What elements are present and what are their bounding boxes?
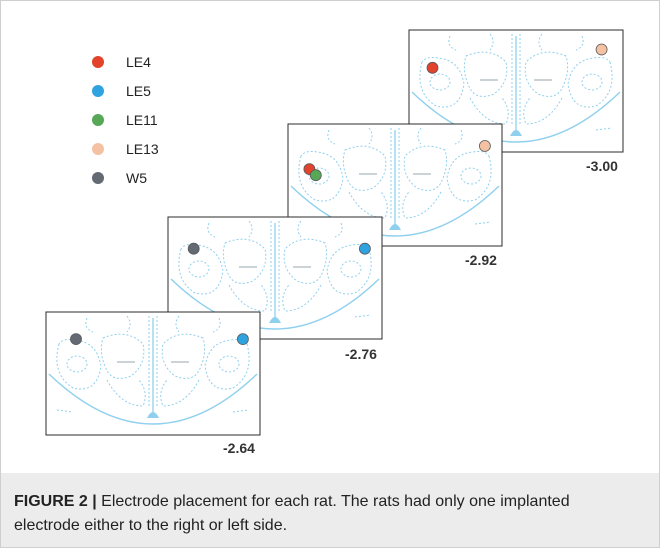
electrode-marker-le5 xyxy=(358,242,371,255)
legend-swatch xyxy=(92,56,104,68)
legend-item-le13: LE13 xyxy=(92,141,159,157)
slice-label: -2.76 xyxy=(345,346,377,362)
slice-label: -2.64 xyxy=(223,440,255,456)
legend-item-le4: LE4 xyxy=(92,54,151,70)
legend-label: LE5 xyxy=(126,83,151,99)
electrode-marker-le11 xyxy=(309,169,322,182)
legend-label: LE4 xyxy=(126,54,151,70)
slice-label: -3.00 xyxy=(586,158,618,174)
electrode-marker-le4 xyxy=(426,61,439,74)
legend-item-le5: LE5 xyxy=(92,83,151,99)
electrode-marker-w5 xyxy=(70,333,82,346)
atlas-panel--2.64: -2.64 xyxy=(45,311,261,456)
legend-swatch xyxy=(92,85,104,97)
slice-label: -2.92 xyxy=(465,252,497,268)
electrode-marker-le13 xyxy=(478,140,491,152)
electrode-marker-le13 xyxy=(595,43,608,56)
legend-label: LE11 xyxy=(126,112,158,128)
caption-band xyxy=(1,473,659,547)
legend-swatch xyxy=(92,143,104,155)
figure-caption: FIGURE 2 | Electrode placement for each … xyxy=(14,490,634,538)
legend-label: LE13 xyxy=(126,141,159,157)
electrode-marker-w5 xyxy=(187,242,200,255)
atlas-panels: -3.00 -2.92 -2.76 -2.64 xyxy=(45,29,624,456)
legend-label: W5 xyxy=(126,170,147,186)
legend-item-le11: LE11 xyxy=(92,112,158,128)
caption-label: FIGURE 2 | xyxy=(14,493,97,510)
legend-swatch xyxy=(92,172,104,184)
caption-text: Electrode placement for each rat. The ra… xyxy=(14,493,570,534)
legend-swatch xyxy=(92,114,104,126)
electrode-marker-le5 xyxy=(236,333,249,346)
legend-item-w5: W5 xyxy=(92,170,147,186)
atlas-panel--2.76: -2.76 xyxy=(167,216,383,362)
